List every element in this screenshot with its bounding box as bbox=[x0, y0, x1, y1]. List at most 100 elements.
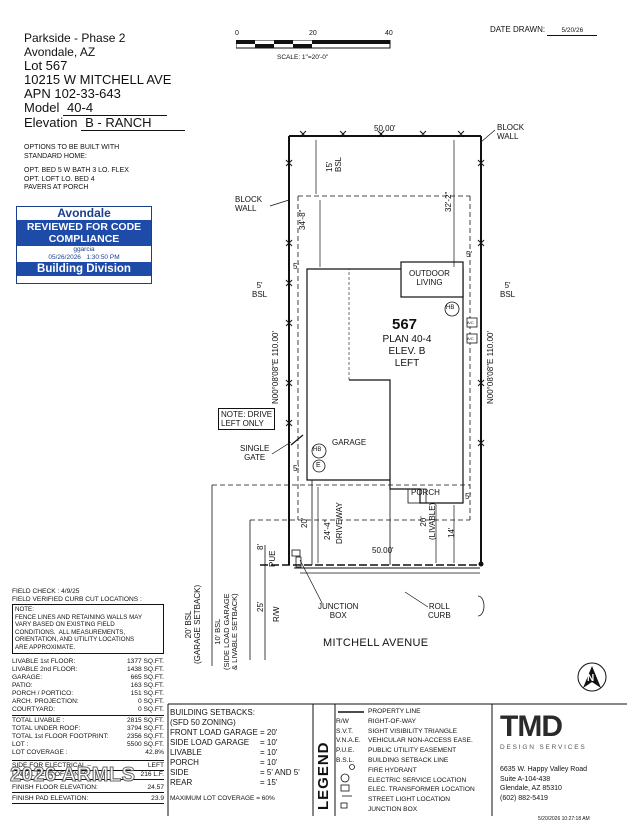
scale-graphic bbox=[236, 40, 391, 49]
front-setback-dims bbox=[211, 485, 266, 666]
option-item: OPT. LOFT LO. BED 4 bbox=[24, 175, 95, 183]
scale-tick-0: 0 bbox=[235, 30, 239, 37]
legend-row: V.N.A.E.VEHICULAR NON-ACCESS EASE. bbox=[336, 736, 491, 746]
total-value: 3794 SQ.FT. bbox=[126, 725, 164, 732]
setbacks-title: BUILDING SETBACKS: bbox=[170, 708, 255, 717]
legend-title: LEGEND bbox=[315, 741, 332, 810]
legend-key: P.U.E. bbox=[336, 747, 355, 755]
note-drive: NOTE: DRIVE LEFT ONLY bbox=[218, 408, 276, 430]
area-key: GARAGE: bbox=[12, 674, 43, 681]
outdoor-living-area bbox=[400, 261, 464, 298]
area-value: 0 SQ.FT. bbox=[137, 698, 164, 705]
setback-lines bbox=[212, 195, 471, 521]
extra-value: 24.57 bbox=[147, 784, 164, 791]
legend-row: ELECTRIC SERVICE LOCATION bbox=[336, 776, 491, 786]
side-left-label: 5' bbox=[293, 262, 299, 271]
setback-row: SIDE LOAD GARAGE= 10' bbox=[170, 738, 310, 748]
legend-value: STREET LIGHT LOCATION bbox=[368, 796, 451, 804]
field-check-curb: FIELD VERIFIED CURB CUT LOCATIONS : bbox=[12, 596, 142, 603]
bottom-dim: 50.00' bbox=[372, 546, 394, 555]
area-key: LIVABLE 1st FLOOR: bbox=[12, 658, 76, 665]
total-value: 5500 SQ.FT. bbox=[126, 741, 164, 748]
legend-key: R/W bbox=[336, 717, 349, 725]
ac-label: A/C bbox=[467, 336, 474, 341]
company-addr1: 6635 W. Happy Valley Road bbox=[500, 766, 588, 773]
electric-service-icon bbox=[312, 459, 326, 473]
legend-key: B.S.L. bbox=[336, 756, 354, 764]
garage-setback-label: 20' BSL (GARAGE SETBACK) bbox=[184, 584, 202, 664]
total-key: TOTAL 1st FLOOR FOOTPRINT: bbox=[12, 733, 109, 740]
bearing-left-label: N00°08'08"E 110.00' bbox=[271, 331, 280, 404]
bsl-left-label: 5' BSL bbox=[252, 281, 268, 299]
area-key: PORCH / PORTICO: bbox=[12, 690, 74, 697]
pue-label: PUE bbox=[268, 550, 277, 567]
driveway bbox=[311, 480, 391, 565]
company-tagline: DESIGN SERVICES bbox=[500, 744, 587, 751]
junction-box-icon bbox=[291, 549, 301, 557]
total-key: LOT : bbox=[12, 741, 29, 748]
rw-dim: 25' bbox=[256, 601, 265, 612]
area-key: LIVABLE 2nd FLOOR: bbox=[12, 666, 78, 673]
plan-hand: LEFT bbox=[394, 358, 420, 369]
area-row: LIVABLE 1st FLOOR:1377 SQ.FT. bbox=[12, 658, 164, 666]
legend-key: S.V.T. bbox=[336, 727, 353, 735]
porch-side-dim: 5' bbox=[465, 492, 471, 501]
area-value: 0 SQ.FT. bbox=[137, 706, 164, 713]
field-check-date: FIELD CHECK : 4/9/25 bbox=[12, 588, 80, 595]
stamp-reviewer: ggarcia bbox=[73, 246, 95, 253]
outdoor-living-label: OUTDOOR LIVING bbox=[409, 269, 450, 287]
legend-value: JUNCTION BOX bbox=[368, 805, 418, 813]
company-phone: (602) 882-5419 bbox=[500, 794, 548, 802]
extra-value: 216 L.F. bbox=[140, 771, 164, 778]
ac-unit-icon bbox=[466, 333, 478, 344]
utility-symbols bbox=[311, 301, 478, 473]
leaders bbox=[269, 129, 496, 608]
stamp-time: 1:30:50 PM bbox=[86, 254, 120, 261]
area-row: GARAGE: 665 SQ.FT. bbox=[12, 674, 164, 682]
area-row: LIVABLE 2nd FLOOR:1438 SQ.FT. bbox=[12, 666, 164, 674]
setbacks-block: BUILDING SETBACKS: (SFD 50 ZONING) FRONT… bbox=[170, 708, 310, 804]
model-value: 40-4 bbox=[63, 101, 168, 116]
livable-setback-dim: 20' (LIVABLE) bbox=[419, 502, 437, 540]
plan-name: PLAN 40-4 bbox=[382, 334, 432, 345]
ac-label: A/C bbox=[467, 320, 474, 325]
date-drawn: DATE DRAWN: 5/20/26 bbox=[490, 26, 598, 36]
block-wall-left-label: BLOCK WALL bbox=[235, 195, 263, 213]
area-key: ARCH. PROJECTION: bbox=[12, 698, 79, 705]
bearing-right-label: N00°08'08"E 110.00' bbox=[486, 331, 495, 404]
company-addr3: Glendale, AZ 85310 bbox=[500, 785, 562, 792]
area-key: COURTYARD: bbox=[12, 706, 55, 713]
setback-key: REAR bbox=[170, 778, 193, 787]
extra-key: FINISH FLOOR ELEVATION: bbox=[12, 784, 98, 791]
legend-value: FIRE HYDRANT bbox=[368, 766, 417, 774]
total-row: LOT COVERAGE :42.8% bbox=[12, 749, 164, 757]
stamp-line2: COMPLIANCE bbox=[48, 233, 120, 245]
area-value: 665 SQ.FT. bbox=[130, 674, 164, 681]
footer-stamp: 5/20/2026 10:27:18 AM bbox=[538, 816, 590, 822]
stamp-city: Avondale bbox=[57, 206, 111, 220]
stamp-reviewed: REVIEWED FOR CODE COMPLIANCE bbox=[17, 220, 151, 246]
setback-value: = 5' AND 5' bbox=[260, 768, 300, 777]
legend-row: JUNCTION BOX bbox=[336, 805, 491, 815]
elevation-label: Elevation bbox=[24, 115, 78, 130]
review-stamp: Avondale REVIEWED FOR CODE COMPLIANCE gg… bbox=[16, 206, 152, 284]
elevation-row: Elevation B - RANCH bbox=[24, 115, 186, 131]
setback-value: = 10' bbox=[260, 738, 278, 747]
total-key: TOTAL UNDER ROOF: bbox=[12, 725, 81, 732]
subdivision: Parkside - Phase 2 bbox=[24, 31, 126, 45]
area-value: 151 SQ.FT. bbox=[130, 690, 164, 697]
side-right-label: 5' bbox=[466, 250, 472, 259]
legend-key bbox=[336, 766, 368, 776]
header-block: Parkside - Phase 2 Avondale, AZ Lot 567 … bbox=[24, 31, 186, 131]
legend-row: S.V.T.SIGHT VISIBILITY TRIANGLE bbox=[336, 727, 491, 737]
scale-tick-40: 40 bbox=[385, 30, 393, 37]
garage-wall bbox=[349, 379, 391, 480]
stamp-datetime: 05/26/2026 1:30:50 PM bbox=[17, 254, 151, 262]
property-line bbox=[288, 135, 482, 565]
legend-row: P.U.E.PUBLIC UTILITY EASEMENT bbox=[336, 746, 491, 756]
total-key: LOT COVERAGE : bbox=[12, 749, 68, 756]
legend-key bbox=[336, 785, 368, 795]
model-label: Model bbox=[24, 100, 60, 115]
